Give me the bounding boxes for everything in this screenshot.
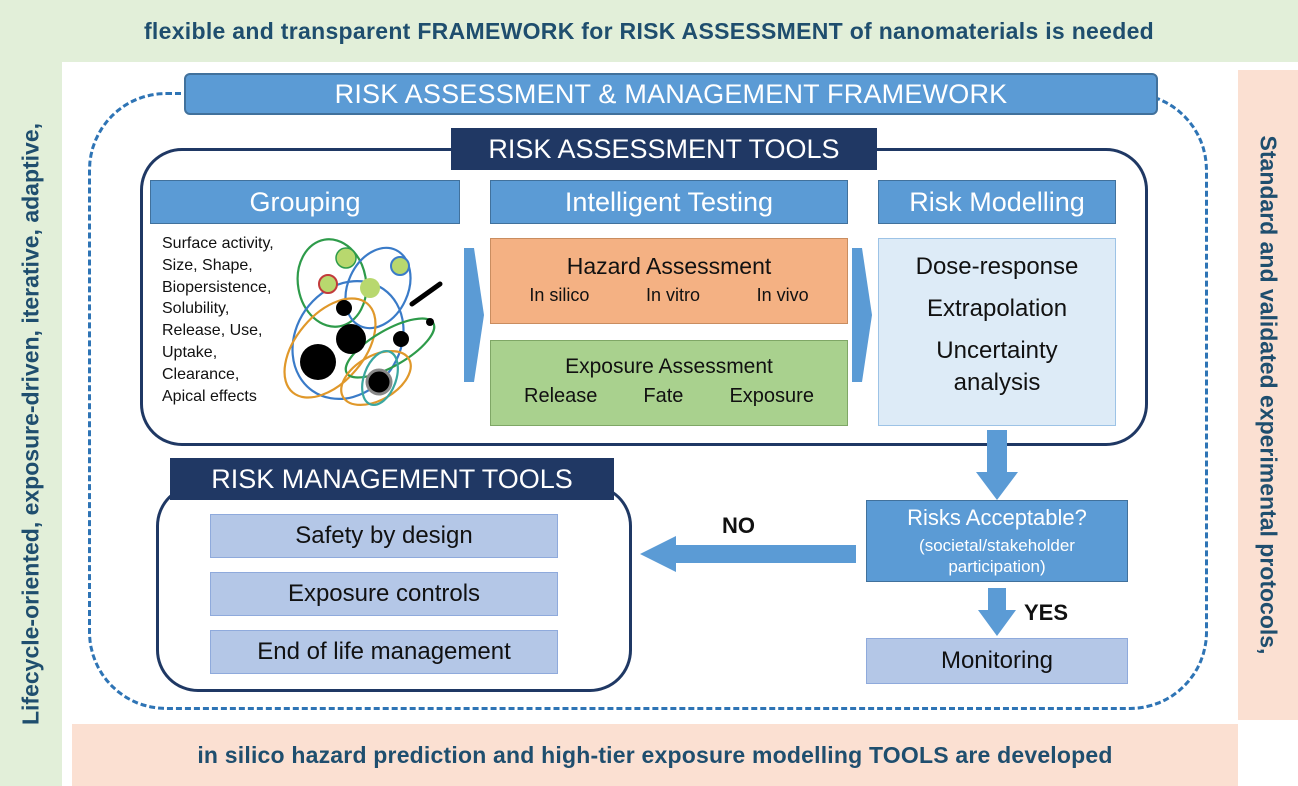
particle — [426, 318, 434, 326]
monitoring-box: Monitoring — [866, 638, 1128, 684]
cluster-ellipse — [296, 238, 368, 328]
particle — [335, 247, 357, 269]
grouping-criterion: Apical effects — [162, 387, 257, 405]
management-item-exposure-controls: Exposure controls — [210, 572, 558, 616]
exposure-assessment-box: Exposure Assessment Release Fate Exposur… — [490, 340, 848, 426]
fiber-particle — [409, 281, 443, 307]
hazard-method: In vitro — [645, 285, 700, 305]
management-tools-title: RISK MANAGEMENT TOOLS — [170, 458, 614, 500]
grouping-criterion: Solubility, — [162, 300, 230, 318]
yes-label: YES — [1024, 600, 1069, 625]
grouping-header: Grouping — [150, 180, 460, 224]
hazard-methods: In silico In vitro In vivo — [491, 285, 847, 306]
grouping-criterion: Release, Use, — [162, 322, 263, 340]
grouping-criterion: Clearance, — [162, 365, 240, 383]
decision-subtitle-line: participation) — [948, 557, 1046, 576]
particle — [336, 324, 366, 354]
hazard-method: In vivo — [756, 285, 809, 305]
modelling-item: analysis — [953, 369, 1041, 396]
grouping-criterion: Uptake, — [162, 343, 218, 361]
modelling-item: Extrapolation — [926, 295, 1068, 322]
particle — [390, 256, 410, 276]
management-item-safety-by-design: Safety by design — [210, 514, 558, 558]
risk-modelling-header: Risk Modelling — [878, 180, 1116, 224]
particle — [300, 344, 336, 380]
right-banner: Standard and validated experimental prot… — [1238, 70, 1298, 720]
particle — [393, 331, 409, 347]
decision-title: Risks Acceptable? — [907, 505, 1087, 530]
exposure-method: Release — [524, 385, 598, 407]
left-banner-text: Lifecycle-oriented, exposure-driven, ite… — [17, 122, 44, 726]
grouping-criterion: Biopersistence, — [162, 278, 272, 296]
cluster-ellipse — [344, 246, 412, 330]
cluster-ellipse — [291, 280, 405, 400]
hazard-assessment-box: Hazard Assessment In silico In vitro In … — [490, 238, 848, 324]
top-banner-text: flexible and transparent FRAMEWORK for R… — [143, 17, 1155, 44]
exposure-method: Fate — [643, 385, 684, 407]
hazard-assessment-title: Hazard Assessment — [566, 253, 772, 279]
grouping-criteria-list: Surface activity, Size, Shape, Biopersis… — [162, 233, 302, 407]
right-banner-text: Standard and validated experimental prot… — [1255, 135, 1282, 655]
exposure-method: Exposure — [729, 385, 814, 407]
assessment-tools-title: RISK ASSESSMENT TOOLS — [451, 128, 877, 170]
risk-modelling-box: Dose-response Extrapolation Uncertainty … — [878, 238, 1116, 426]
particle — [365, 368, 393, 396]
cluster-ellipse — [361, 350, 399, 406]
cluster-ellipse — [283, 297, 377, 399]
modelling-item: Dose-response — [915, 253, 1079, 280]
framework-title-banner: RISK ASSESSMENT & MANAGEMENT FRAMEWORK — [184, 73, 1158, 115]
management-item-end-of-life: End of life management — [210, 630, 558, 674]
no-label: NO — [722, 513, 755, 538]
intelligent-testing-header: Intelligent Testing — [490, 180, 848, 224]
particle — [318, 274, 338, 294]
decision-subtitle-line: (societal/stakeholder — [919, 536, 1075, 555]
grouping-criterion: Surface activity, — [162, 235, 274, 252]
bottom-banner: in silico hazard prediction and high-tie… — [72, 724, 1238, 786]
left-banner: Lifecycle-oriented, exposure-driven, ite… — [0, 62, 62, 786]
particle — [360, 278, 380, 298]
grouping-criterion: Size, Shape, — [162, 256, 253, 274]
particle — [336, 300, 352, 316]
framework-title: RISK ASSESSMENT & MANAGEMENT FRAMEWORK — [334, 78, 1008, 109]
decision-subtitle: (societal/stakeholder participation) — [867, 535, 1127, 577]
grouping-clusters-illustration — [283, 238, 443, 407]
exposure-assessment-title: Exposure Assessment — [565, 355, 773, 378]
top-banner: flexible and transparent FRAMEWORK for R… — [0, 0, 1298, 62]
risks-acceptable-decision-box: Risks Acceptable? (societal/stakeholder … — [866, 500, 1128, 582]
modelling-item: Uncertainty — [936, 337, 1058, 364]
bottom-banner-text: in silico hazard prediction and high-tie… — [197, 741, 1113, 768]
hazard-method: In silico — [529, 285, 590, 305]
exposure-methods: Release Fate Exposure — [491, 385, 847, 408]
